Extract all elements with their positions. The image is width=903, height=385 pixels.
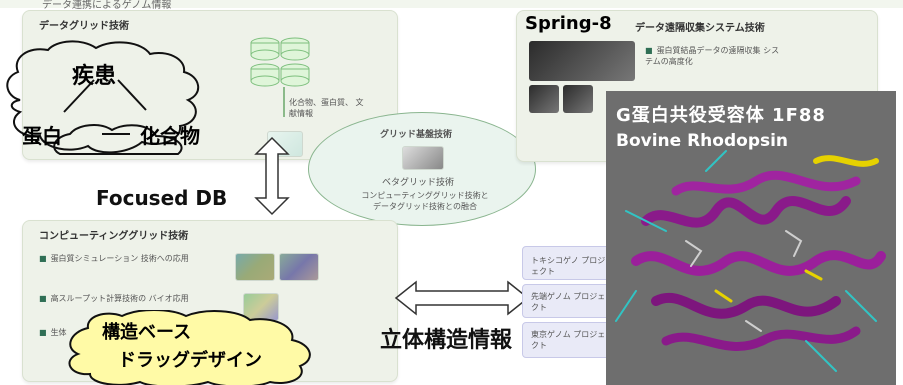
focused-db-label: Focused DB	[96, 186, 228, 210]
molecule-image-icon	[243, 293, 279, 321]
server-image-icon	[402, 146, 444, 170]
protein-label: 蛋白	[22, 124, 62, 148]
header-title: データ連携によるゲノム情報	[42, 0, 172, 11]
structure-info-label: 立体構造情報	[380, 328, 513, 353]
compound-label: 化合物	[140, 124, 200, 148]
disease-label: 疾患	[72, 64, 117, 89]
beta-grid-label: ベタグリッド技術	[382, 178, 455, 188]
computing-grid-title: コンピューティンググリッド技術	[39, 231, 189, 242]
data-grid-title: データグリッド技術	[39, 21, 129, 32]
data-grid-node-label: 化合物、蛋白質、 文献情報	[289, 98, 364, 118]
rhodopsin-panel: G蛋白共役受容体 1F88 Bovine Rhodopsin	[606, 91, 896, 385]
drug-design-cloud	[68, 310, 311, 385]
project-box-2: 先端ゲノム プロジェクト	[522, 284, 614, 318]
disease-cloud	[6, 40, 199, 155]
drug-design-line2: ドラッグデザイン	[118, 350, 262, 371]
remote-collection-bullet: ■蛋白質結晶データの遠隔収集 システムの高度化	[645, 46, 780, 66]
project-box-3: 東京ゲノム プロジェクト	[522, 322, 614, 358]
project-box-3-label: 東京ゲノム プロジェクト	[531, 330, 606, 350]
database-cylinders-icon	[250, 37, 310, 87]
protein-sim-image-icon	[235, 253, 275, 281]
vertical-double-arrow-icon	[254, 136, 290, 216]
drug-design-line1: 構造ベース	[102, 322, 192, 343]
protein-model-image-icon	[279, 253, 319, 281]
sample-image-icon	[563, 85, 593, 113]
horizontal-double-arrow-icon	[394, 280, 530, 316]
protein-structure-image	[615, 150, 886, 372]
computing-bullet-1: ■蛋白質シミュレーション 技術への応用	[39, 254, 189, 263]
grid-fusion-label-2: データグリッド技術との融合	[373, 202, 477, 211]
project-box-2-label: 先端ゲノム プロジェクト	[531, 292, 606, 312]
computing-bullet-3: ■生体	[39, 328, 67, 337]
header-strip	[0, 0, 903, 8]
grid-foundation-title: グリッド基盤技術	[380, 130, 453, 140]
project-box-1: トキシコゲノ プロジェクト	[522, 246, 614, 280]
project-box-1-label: トキシコゲノ プロジェクト	[531, 256, 606, 276]
spring8-label: Spring-8	[525, 13, 612, 34]
robot-image-icon	[529, 85, 559, 113]
synchrotron-image-icon	[529, 41, 635, 81]
rhodopsin-title: G蛋白共役受容体 1F88	[616, 105, 826, 126]
rhodopsin-subtitle: Bovine Rhodopsin	[616, 131, 789, 151]
link-connector-icon	[283, 87, 285, 117]
computing-bullet-2: ■高スループット計算技術の バイオ応用	[39, 294, 189, 303]
grid-fusion-label-1: コンピューティンググリッド技術と	[361, 191, 489, 200]
remote-collection-title: データ遠隔収集システム技術	[635, 23, 765, 34]
